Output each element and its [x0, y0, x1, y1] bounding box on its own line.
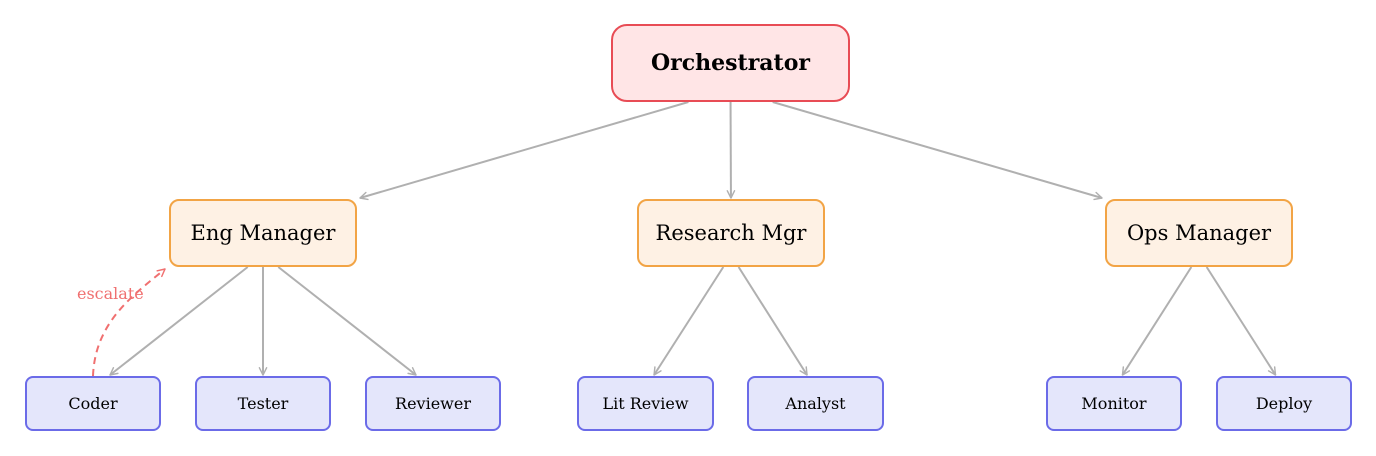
node-monitor: Monitor [1046, 376, 1182, 431]
edge-ops-manager-to-deploy [1205, 266, 1277, 376]
edge-research-mgr-to-analyst [737, 266, 808, 376]
node-eng-manager: Eng Manager [169, 199, 357, 267]
edge-orchestrator-to-ops-manager [772, 101, 1103, 201]
node-orchestrator: Orchestrator [611, 24, 850, 102]
node-research-mgr: Research Mgr [637, 199, 825, 267]
edge-orchestrator-to-eng-manager [359, 101, 689, 201]
escalate-label: escalate [77, 284, 144, 303]
edge-eng-manager-to-coder [109, 266, 249, 376]
node-ops-manager: Ops Manager [1105, 199, 1293, 267]
edge-ops-manager-to-monitor [1121, 266, 1193, 376]
edge-research-mgr-to-lit-review [653, 266, 725, 376]
edge-eng-manager-to-reviewer [277, 266, 417, 376]
node-tester: Tester [195, 376, 331, 431]
node-lit-review: Lit Review [577, 376, 714, 431]
edge-escalate-coder-to-eng-manager [92, 268, 166, 377]
node-coder: Coder [25, 376, 161, 431]
node-analyst: Analyst [747, 376, 884, 431]
node-deploy: Deploy [1216, 376, 1352, 431]
node-reviewer: Reviewer [365, 376, 501, 431]
